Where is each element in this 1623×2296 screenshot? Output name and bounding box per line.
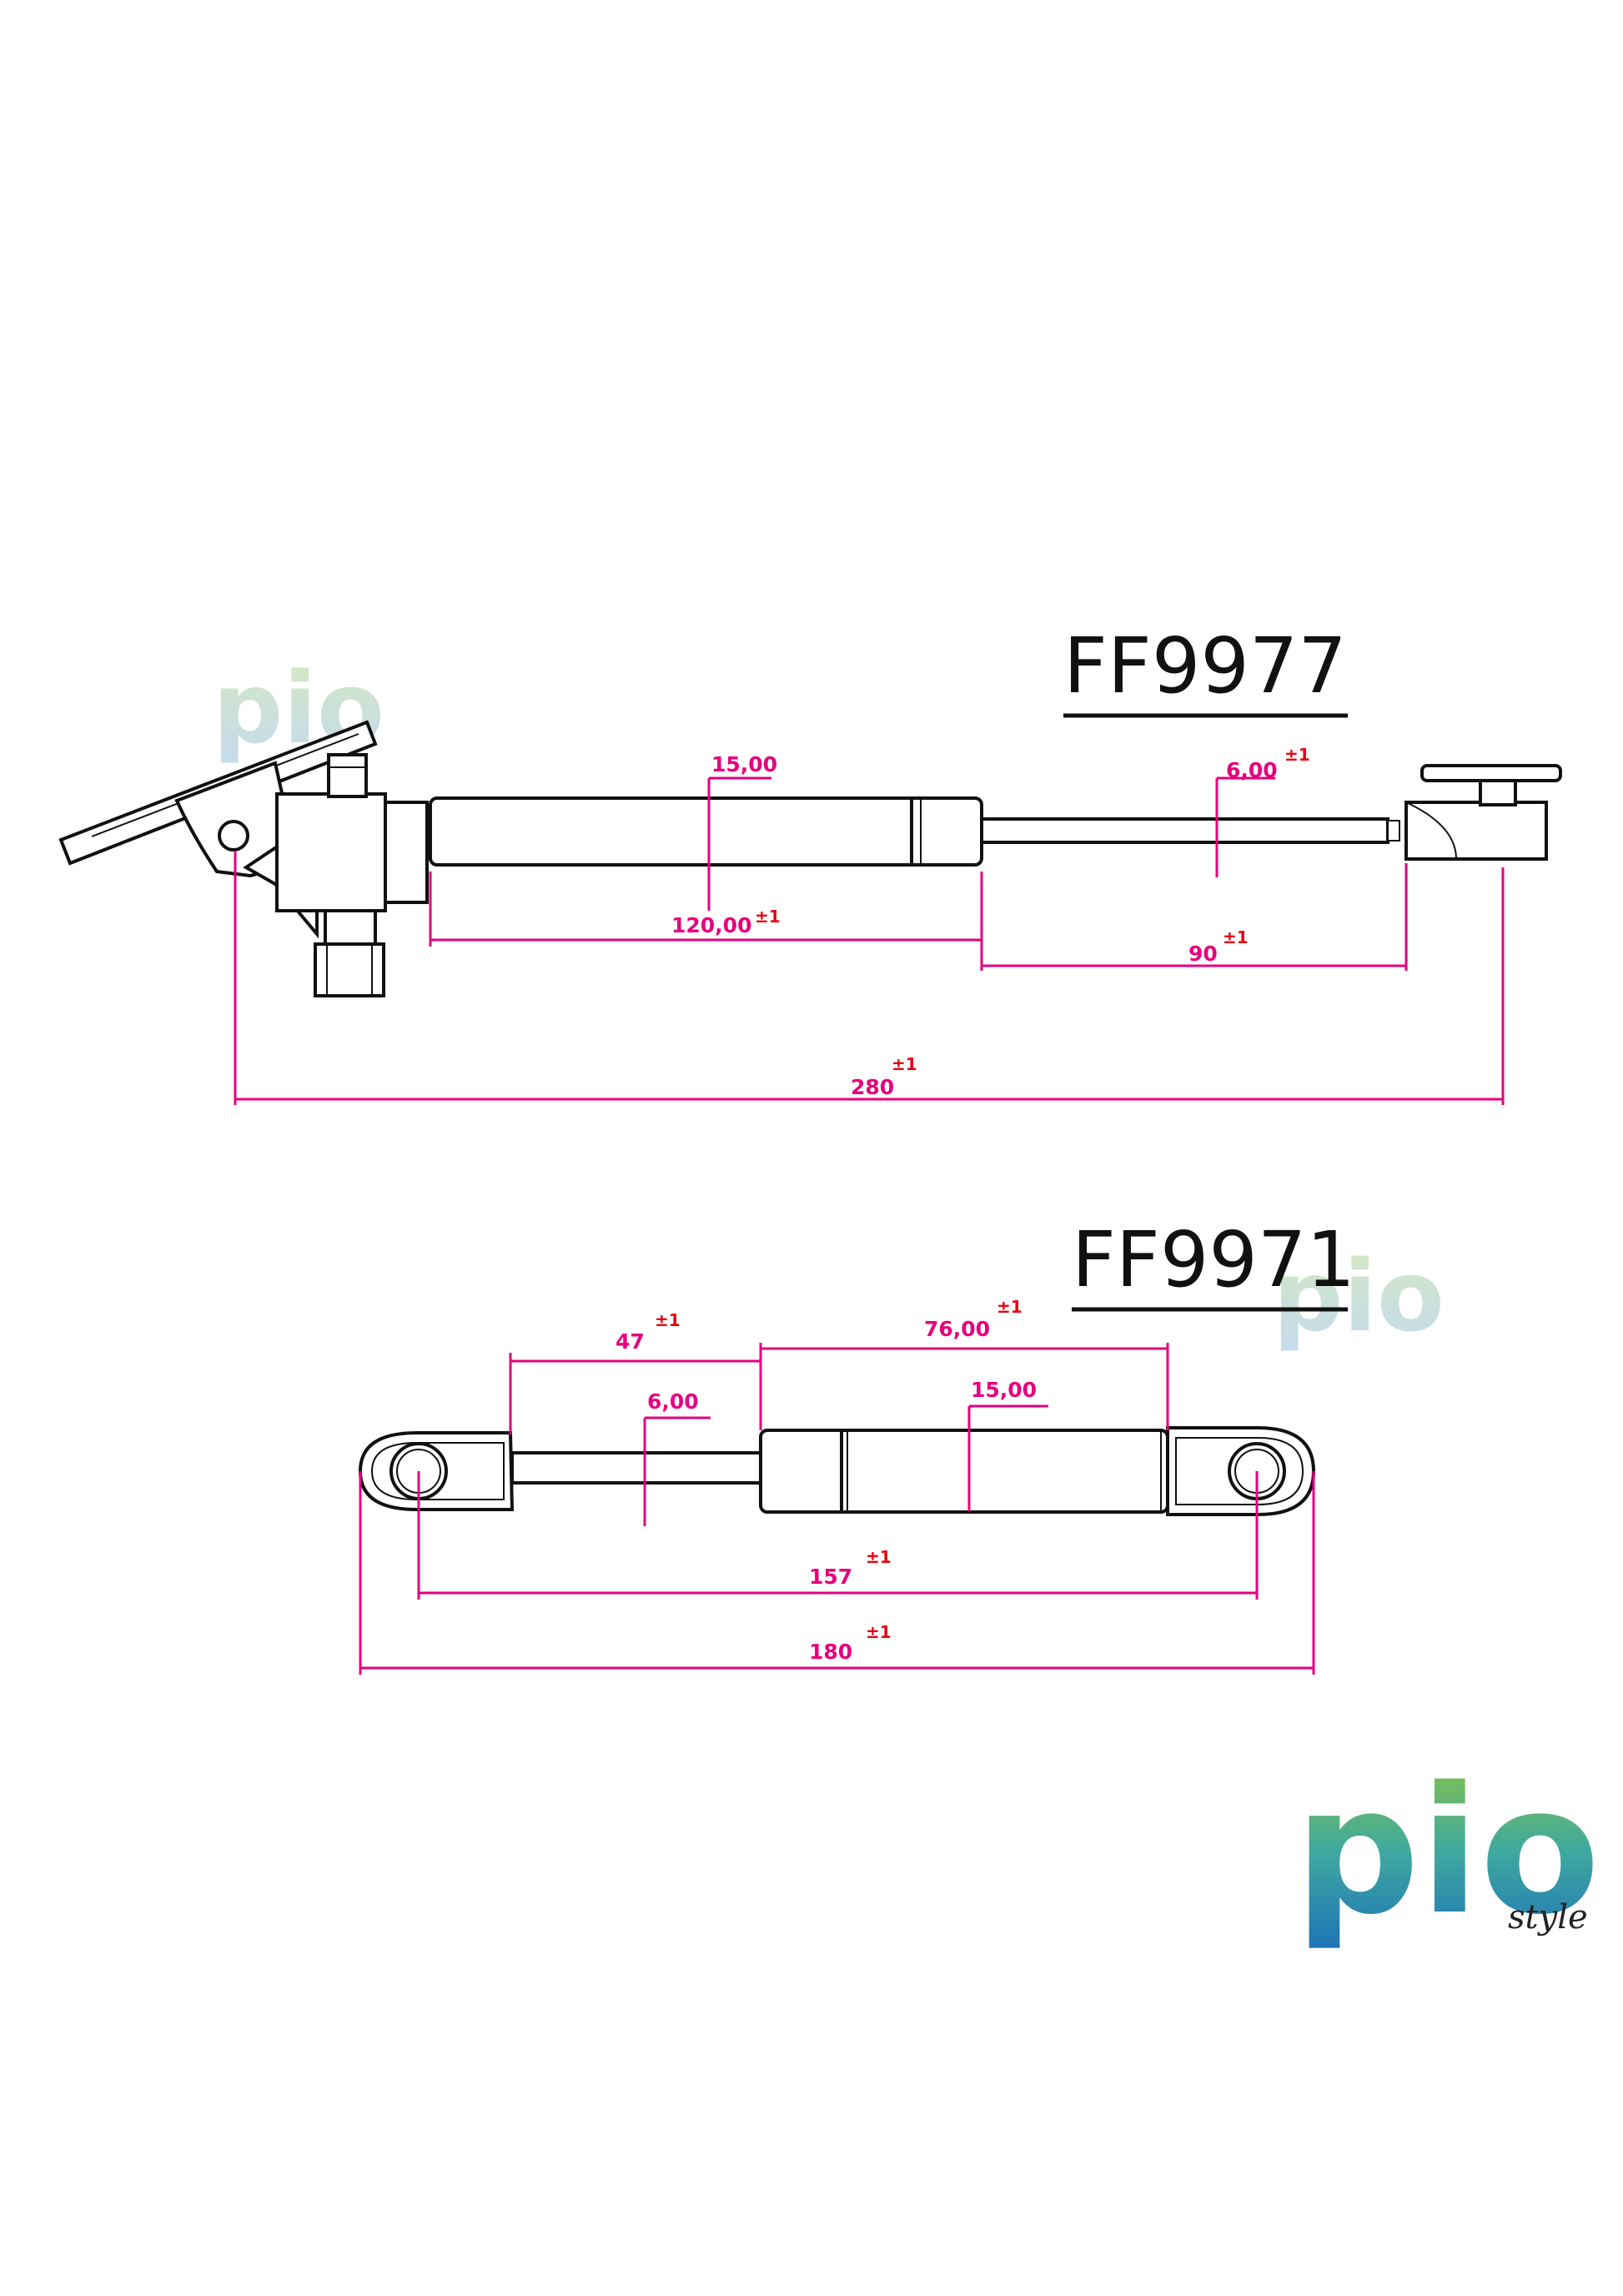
logo-tagline: style [1508, 1898, 1588, 1937]
pio-style-logo: pio style [1294, 1749, 1600, 1953]
dim-6-tol: ±1 [1284, 745, 1310, 765]
dim-76-tol: ±1 [997, 1297, 1023, 1317]
threaded-neck [324, 909, 377, 946]
gas-spring-outline-2 [358, 1426, 1316, 1516]
model-title: FF9977 [1063, 621, 1347, 711]
dim-157: 157 [809, 1565, 852, 1589]
dim-90-tol: ±1 [1223, 927, 1249, 947]
model-title-2: FF9971 [1072, 1215, 1355, 1304]
drawing-ff9977: pio FF9977 [58, 621, 1562, 1105]
dim-90: 90 [1188, 942, 1218, 966]
dim-47: 47 [616, 1329, 645, 1354]
threaded-nut [314, 942, 385, 997]
top-pin [327, 753, 368, 798]
pio-logo-icon: pio [1294, 1749, 1600, 1953]
dim-120-tol: ±1 [755, 907, 781, 927]
dim-180: 180 [809, 1640, 852, 1664]
end-block-step [384, 801, 429, 904]
hinge-pivot-hole [218, 820, 249, 852]
dim-15-2: 15,00 [971, 1378, 1037, 1402]
dim-280: 280 [851, 1075, 894, 1099]
right-pin [1479, 778, 1517, 806]
end-fitting-right [1404, 801, 1548, 861]
cylinder-body-2 [759, 1429, 1169, 1514]
dim-6-2: 6,00 [647, 1389, 699, 1414]
piston-rod [980, 817, 1389, 844]
drawing-ff9971: pio FF9971 [358, 1215, 1445, 1675]
pio-watermark-icon-2: pio [1273, 1238, 1445, 1354]
right-mount-plate [1420, 764, 1562, 782]
dim-180-tol: ±1 [866, 1622, 892, 1642]
dimension-lines-1 [234, 776, 1505, 1105]
dim-15: 15,00 [711, 752, 777, 776]
dimension-lines-2 [359, 1343, 1315, 1675]
dim-280-tol: ±1 [892, 1054, 917, 1074]
dim-120: 120,00 [671, 913, 751, 937]
dim-157-tol: ±1 [866, 1547, 892, 1567]
piston-rod-2 [510, 1451, 762, 1485]
end-block-left [275, 792, 387, 912]
gas-spring-outline [58, 720, 1562, 997]
dim-47-tol: ±1 [655, 1310, 681, 1330]
dim-6: 6,00 [1226, 758, 1278, 782]
cylinder-body [429, 796, 983, 867]
dim-76: 76,00 [924, 1317, 990, 1341]
